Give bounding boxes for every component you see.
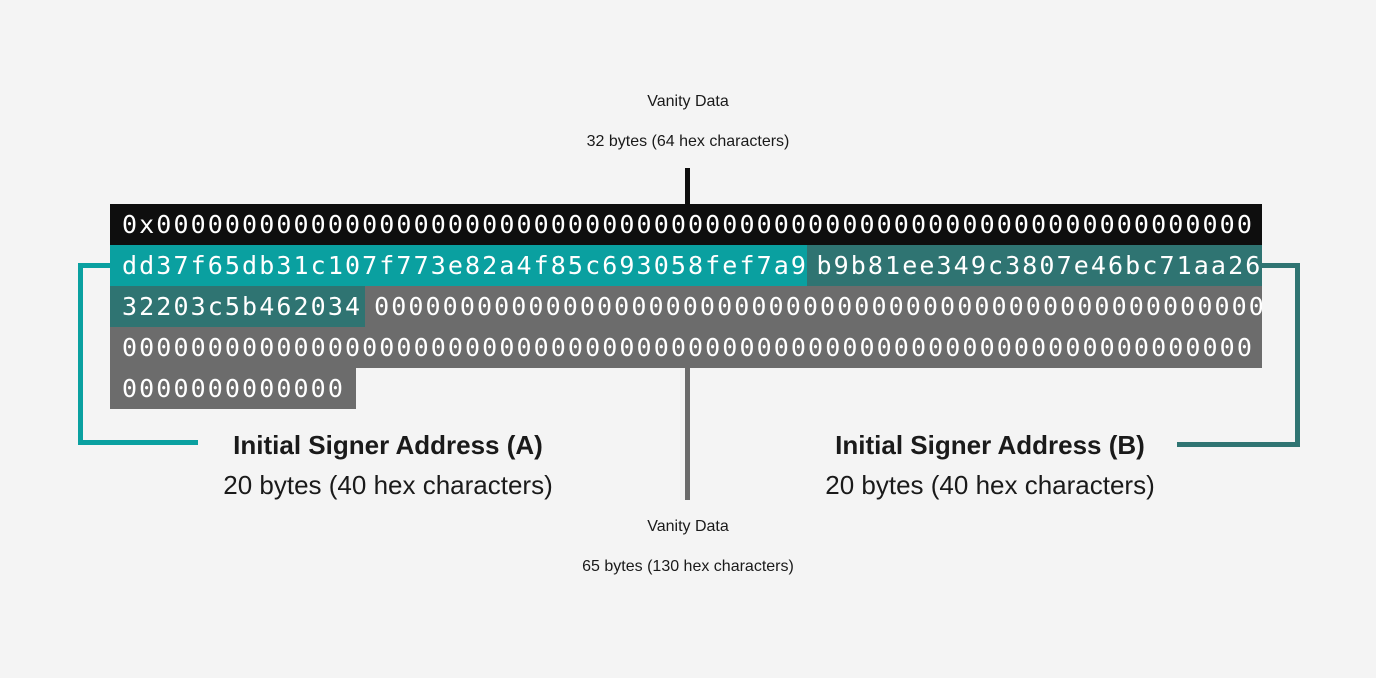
hex-row-1: 0x00000000000000000000000000000000000000… xyxy=(110,204,1262,245)
initial-signer-a-label: Initial Signer Address (A) 20 bytes (40 … xyxy=(168,430,608,500)
zero-padding-segment-3: 0000000000000 xyxy=(110,368,356,409)
address-b-segment-part2: 32203c5b462034 xyxy=(110,286,366,327)
zero-padding-segment-2: 0000000000000000000000000000000000000000… xyxy=(110,327,1262,368)
left-bracket-vertical-segment xyxy=(78,263,83,445)
address-b-segment-part1: b9b81ee349c3807e46bc71aa26 xyxy=(807,245,1262,286)
top-connector-line xyxy=(685,168,690,205)
right-bracket-bottom-segment xyxy=(1177,442,1300,447)
initial-signer-b-title: Initial Signer Address (B) xyxy=(835,430,1145,460)
hex-row-5: 0000000000000 xyxy=(110,368,1262,409)
hex-row-3: 32203c5b462034 0000000000000000000000000… xyxy=(110,286,1262,327)
left-bracket-bottom-segment xyxy=(78,440,198,445)
vanity-prefix-segment: 0x00000000000000000000000000000000000000… xyxy=(110,204,1262,245)
hex-data-block: 0x00000000000000000000000000000000000000… xyxy=(110,204,1262,409)
bottom-connector-line xyxy=(685,368,690,500)
right-bracket-vertical-segment xyxy=(1295,263,1300,447)
top-vanity-data-subtitle: 32 bytes (64 hex characters) xyxy=(586,133,790,150)
bottom-vanity-data-subtitle: 65 bytes (130 hex characters) xyxy=(582,558,794,575)
hex-row-2: dd37f65db31c107f773e82a4f85c693058fef7a9… xyxy=(110,245,1262,286)
initial-signer-a-title: Initial Signer Address (A) xyxy=(233,430,543,460)
zero-padding-segment-1: 0000000000000000000000000000000000000000… xyxy=(365,286,1262,327)
initial-signer-b-subtitle: 20 bytes (40 hex characters) xyxy=(825,470,1155,500)
top-vanity-data-title: Vanity Data xyxy=(647,93,729,110)
initial-signer-a-subtitle: 20 bytes (40 hex characters) xyxy=(223,470,553,500)
address-a-segment: dd37f65db31c107f773e82a4f85c693058fef7a9 xyxy=(110,245,808,286)
right-bracket-top-segment xyxy=(1262,263,1300,268)
bottom-vanity-data-title: Vanity Data xyxy=(647,518,729,535)
left-bracket-top-segment xyxy=(78,263,110,268)
hex-row-4: 0000000000000000000000000000000000000000… xyxy=(110,327,1262,368)
initial-signer-b-label: Initial Signer Address (B) 20 bytes (40 … xyxy=(770,430,1210,500)
